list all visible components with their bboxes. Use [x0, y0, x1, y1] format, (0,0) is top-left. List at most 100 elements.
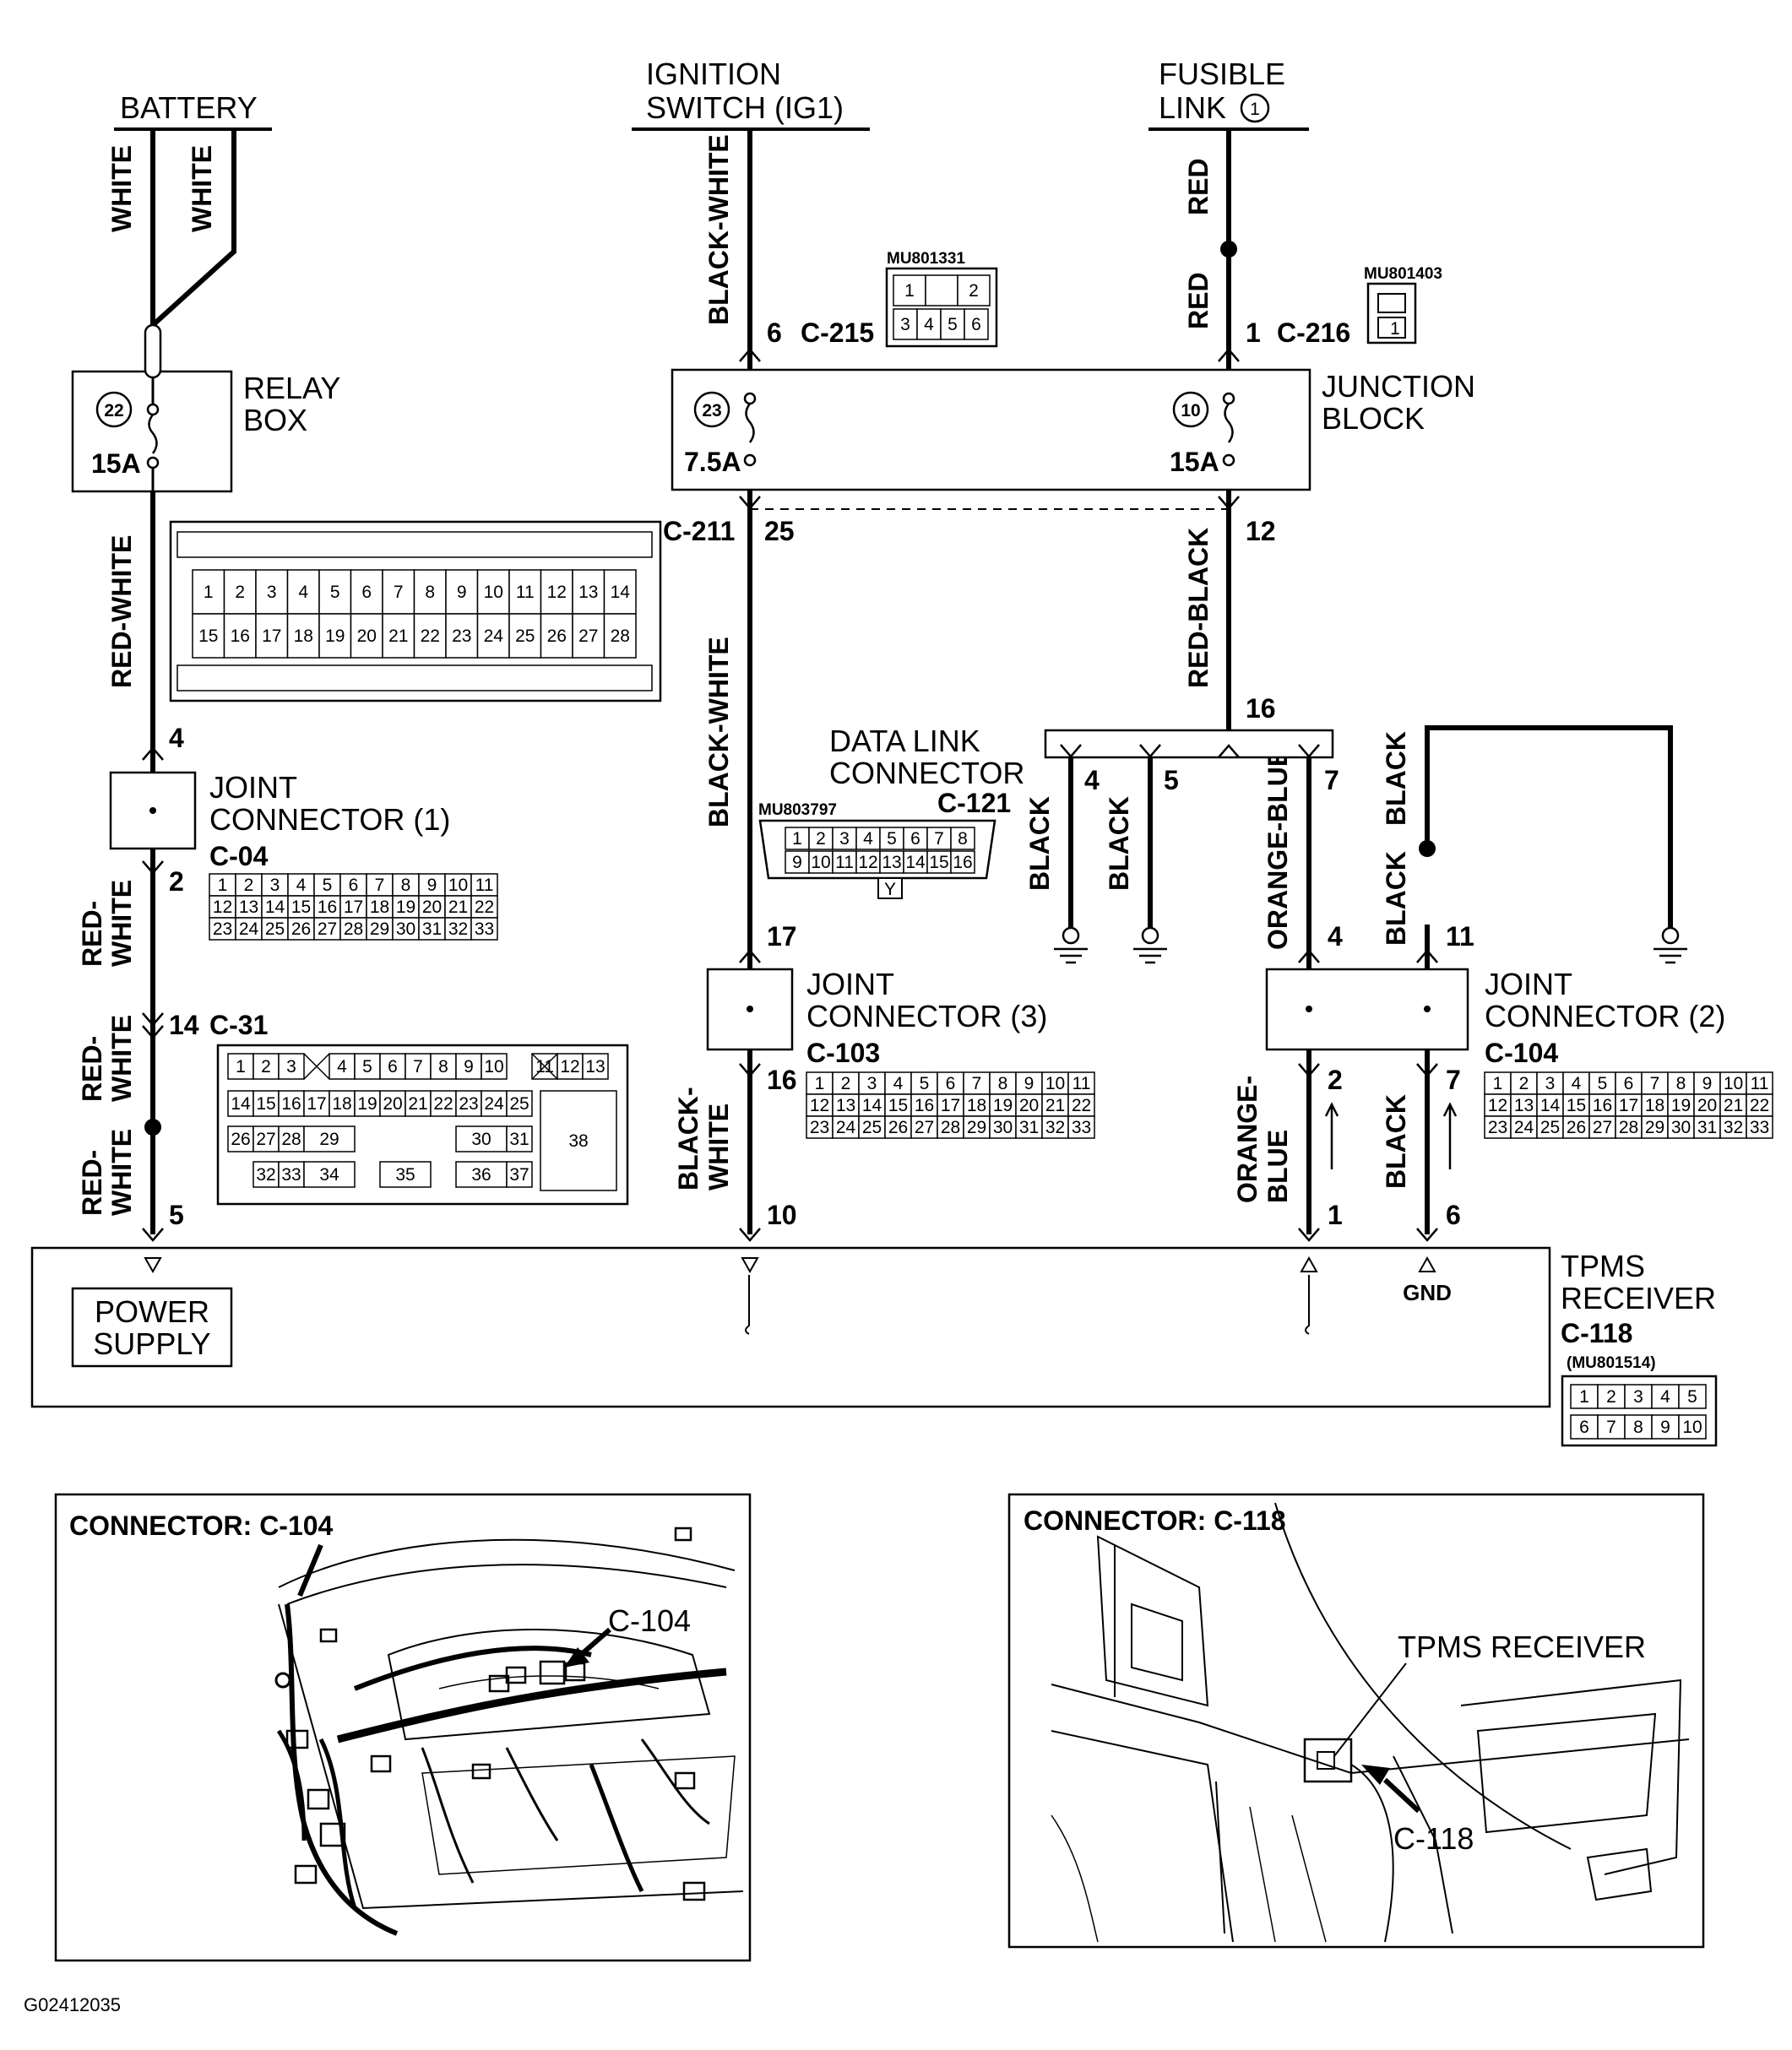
wire-label-black-dl5: BLACK [1104, 796, 1134, 891]
tpms-label-1: TPMS [1561, 1249, 1645, 1283]
c103-pin-cell: 9 [1024, 1074, 1034, 1093]
c211-pin-25: 25 [764, 516, 795, 546]
jc2-label-2: CONNECTOR (2) [1485, 999, 1725, 1033]
c104-pin-cell: 11 [1751, 1074, 1769, 1093]
wire-label-red-white-4b: WHITE [106, 1129, 137, 1216]
c211-pin-cell: 20 [357, 626, 377, 646]
wire-label-black-g2: BLACK [1381, 851, 1411, 946]
c04-pin-cell: 1 [218, 876, 228, 895]
c04-pin-cell: 23 [213, 919, 232, 939]
c118-id: C-118 [1561, 1318, 1632, 1348]
ignition-label-2: SWITCH (IG1) [646, 90, 844, 125]
c04-pin-cell: 22 [475, 898, 494, 917]
relay-fuse-number-circle [95, 391, 133, 428]
c104-pin-cell: 25 [1540, 1118, 1560, 1137]
c04-pin-cell: 33 [475, 919, 494, 939]
c04-pin-cell: 19 [396, 898, 415, 917]
relay-box: 22 15A RELAY BOX [71, 323, 340, 493]
c104-pin-cell: 9 [1702, 1074, 1713, 1093]
c211-pin-cell: 15 [198, 626, 218, 646]
c31-pin-cell: 27 [256, 1130, 275, 1149]
c216-connector-face: MU801403 1 [1364, 265, 1442, 344]
wire-label-red-white-3a: RED- [77, 1036, 107, 1102]
c04-pin-cell: 18 [370, 898, 389, 917]
fusible-label-1: FUSIBLE [1159, 57, 1285, 91]
c121-pin-cell: 7 [934, 829, 944, 849]
c04-pin-cell: 11 [475, 876, 494, 895]
c103-id: C-103 [806, 1038, 880, 1068]
c211-pin-cell: 3 [267, 583, 277, 602]
jc2-out-right-pin: 7 [1446, 1065, 1461, 1095]
wire-label-black-white-3a: BLACK- [673, 1087, 703, 1190]
c04-pin-cell: 32 [448, 919, 468, 939]
jc3-label-2: CONNECTOR (3) [806, 999, 1047, 1033]
c118-pin-cell: 3 [1633, 1387, 1643, 1407]
c04-pin-cell: 29 [370, 919, 389, 939]
junction-block: 23 7.5A 10 15A JUNCTION BLOCK [671, 368, 1475, 491]
c121-pin-cell: 5 [887, 829, 897, 849]
c121-pin-cell: 8 [958, 829, 968, 849]
c121-key: Y [884, 880, 896, 899]
c31-pin-cell: 20 [383, 1094, 402, 1114]
c04-pin-cell: 3 [270, 876, 280, 895]
tpms-power-pin: 5 [169, 1200, 184, 1230]
c31-pin-cell: 15 [256, 1094, 275, 1114]
c211-pin-cell: 18 [294, 626, 313, 646]
c118-pin-cell: 2 [1606, 1387, 1616, 1407]
power-supply-label-1: POWER [95, 1294, 209, 1329]
c121-part-number: MU803797 [758, 801, 837, 819]
c04-pin-cell: 20 [422, 898, 442, 917]
c103-pin-cell: 20 [1019, 1096, 1039, 1115]
tpms-receiver: GND POWER SUPPLY TPMS RECEIVER C-118 (MU… [30, 1246, 1718, 1447]
c211-pin-12: 12 [1246, 516, 1276, 546]
c31-pin-cell: 28 [281, 1130, 301, 1149]
c31-pin-cell: 16 [281, 1094, 301, 1114]
c121-pin-cell: 4 [863, 829, 873, 849]
wire-label-red-white-2a: RED- [77, 901, 107, 967]
c04-id: C-04 [209, 841, 269, 871]
c211-pin-cell: 24 [484, 626, 504, 646]
c31-pin-cell: 29 [319, 1130, 339, 1149]
c211-pin-cell: 7 [394, 583, 404, 602]
c31-pin-cell: 38 [568, 1131, 588, 1151]
c31-pin-cell: 6 [388, 1057, 398, 1077]
c103-pin-cell: 24 [836, 1118, 856, 1137]
c211-pin-cell: 25 [515, 626, 535, 646]
c211-pin-cell: 11 [516, 583, 535, 602]
c103-pin-cell: 32 [1045, 1118, 1065, 1137]
jb-fuse-left-rating: 7.5A [684, 447, 741, 477]
c103-pin-cell: 31 [1019, 1118, 1039, 1137]
c04-pin-cell: 12 [213, 898, 232, 917]
c216-pin: 1 [1246, 317, 1261, 348]
c211-pin-cell: 13 [578, 583, 598, 602]
tpms-label-2: RECEIVER [1561, 1281, 1716, 1315]
c31-pin-cell: 26 [231, 1130, 250, 1149]
c121-pin-cell: 6 [910, 829, 920, 849]
c104-id: C-104 [1485, 1038, 1558, 1068]
c103-pin-cell: 17 [941, 1096, 960, 1115]
c121-pin-cell: 15 [929, 853, 948, 872]
c211-pin-cell: 27 [578, 626, 598, 646]
c121-pin-cell: 12 [858, 853, 877, 872]
connector-labels-top: 6 C-215 1 C-216 C-211 25 12 [663, 317, 1350, 546]
c121-pin-cell: 16 [953, 853, 972, 872]
inset-c118-title: CONNECTOR: C-118 [1024, 1505, 1286, 1536]
c211-pin-cell: 22 [421, 626, 440, 646]
c104-pin-cell: 13 [1514, 1096, 1534, 1115]
inset-c104-callout: C-104 [608, 1603, 691, 1638]
c211-pin-cell: 5 [330, 583, 340, 602]
jb-fuse-right-rating: 15A [1170, 447, 1219, 477]
inset-c118-callout: C-118 [1393, 1821, 1474, 1856]
c31-pin-cell: 22 [433, 1094, 453, 1114]
c215-pin: 6 [767, 317, 782, 348]
c103-pin-cell: 21 [1045, 1096, 1065, 1115]
c04-pin-cell: 10 [448, 876, 468, 895]
ground-icon [1054, 926, 1088, 964]
c104-pin-cell: 22 [1750, 1096, 1769, 1115]
c211-pin-cell: 10 [484, 583, 503, 602]
jc2-out-left-pin: 2 [1328, 1065, 1343, 1095]
